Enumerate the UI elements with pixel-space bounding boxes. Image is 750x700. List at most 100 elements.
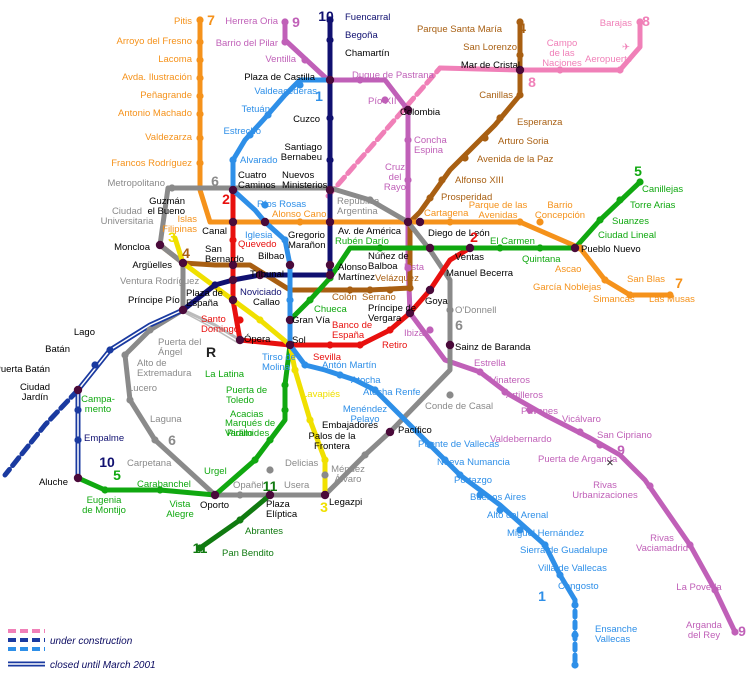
station-dot[interactable] (616, 196, 624, 204)
station-label-villa-vallecas[interactable]: Villa de Vallecas (538, 563, 607, 574)
station-label-valdebernardo[interactable]: Valdebernardo (490, 434, 552, 445)
station-dot[interactable] (626, 291, 634, 299)
station-label-pan-bendito[interactable]: Pan Bendito (222, 548, 274, 559)
interchange-dot[interactable] (73, 473, 83, 483)
station-label-delicias[interactable]: Delicias (285, 458, 319, 469)
station-label-piramides[interactable]: Pirámides (227, 428, 269, 439)
station-label-ciudad-lineal[interactable]: Ciudad Lineal (598, 230, 656, 241)
station-dot[interactable] (636, 18, 644, 26)
station-label-sierra-guadalupe[interactable]: Sierra de Guadalupe (520, 545, 608, 556)
station-label-lago[interactable]: Lago (74, 327, 95, 338)
station-dot[interactable] (386, 326, 394, 334)
station-label-vinateros[interactable]: Vinateros (490, 375, 530, 386)
station-label-opera[interactable]: Ópera (244, 334, 271, 345)
station-label-acacias[interactable]: Acacias (230, 409, 264, 420)
station-label-valdeacederas[interactable]: Valdeacederas (254, 86, 317, 97)
station-dot[interactable] (596, 216, 604, 224)
station-label-anton-martin[interactable]: Antón Martín (322, 360, 376, 371)
station-dot[interactable] (246, 131, 254, 139)
station-label-valdezarza[interactable]: Valdezarza (145, 132, 193, 143)
station-dot[interactable] (91, 361, 99, 369)
station-dot[interactable] (556, 571, 564, 579)
station-dot[interactable] (196, 16, 204, 24)
station-label-buenos-aires[interactable]: Buenos Aires (470, 492, 526, 503)
station-dot[interactable] (516, 218, 524, 226)
interchange-dot[interactable] (570, 243, 580, 253)
station-label-prosperidad[interactable]: Prosperidad (441, 192, 492, 203)
interchange-dot[interactable] (228, 217, 238, 227)
station-dot[interactable] (516, 51, 524, 59)
station-label-herrera[interactable]: Herrera Oria (225, 16, 279, 27)
station-dot[interactable] (236, 491, 244, 499)
station-dot[interactable] (168, 184, 176, 192)
station-label-urgel[interactable]: Urgel (204, 466, 227, 477)
station-dot[interactable] (356, 76, 364, 84)
station-dot[interactable] (301, 361, 309, 369)
station-label-noviciado[interactable]: Noviciado (240, 287, 282, 298)
station-dot[interactable] (686, 541, 694, 549)
station-dot[interactable] (196, 110, 204, 118)
station-label-moncloa[interactable]: Moncloa (114, 242, 151, 253)
station-dot[interactable] (321, 456, 329, 464)
interchange-dot[interactable] (415, 217, 425, 227)
station-label-pitis[interactable]: Pitis (174, 16, 192, 27)
station-label-la-poveda[interactable]: La Poveda (676, 582, 722, 593)
interchange-dot[interactable] (260, 217, 270, 227)
station-label-parque-sm[interactable]: Parque Santa María (417, 24, 503, 35)
station-label-sevilla[interactable]: Sevilla (313, 352, 342, 363)
station-dot[interactable] (426, 194, 434, 202)
station-dot[interactable] (636, 178, 644, 186)
station-label-ilustracion[interactable]: Avda. Ilustración (122, 72, 192, 83)
station-label-puente-vallecas[interactable]: Puente de Vallecas (418, 439, 499, 450)
station-label-lavapies[interactable]: Lavapiés (302, 389, 340, 400)
station-dot[interactable] (666, 291, 674, 299)
station-label-aluche[interactable]: Aluche (39, 477, 68, 488)
station-dot[interactable] (516, 526, 524, 534)
station-label-pacifico[interactable]: Pacífico (398, 425, 432, 436)
station-dot[interactable] (326, 36, 334, 44)
station-label-duque-pastrana[interactable]: Duque de Pastrana (352, 70, 435, 81)
station-label-estrecho[interactable]: Estrecho (224, 126, 262, 137)
station-dot[interactable] (406, 284, 414, 292)
station-label-laguna[interactable]: Laguna (150, 414, 182, 425)
station-dot[interactable] (196, 134, 204, 142)
interchange-dot[interactable] (155, 240, 165, 250)
station-label-nueva-numancia[interactable]: Nueva Numancia (437, 457, 511, 468)
station-dot[interactable] (404, 176, 412, 184)
interchange-dot[interactable] (405, 308, 415, 318)
station-dot[interactable] (326, 341, 334, 349)
station-label-velazquez[interactable]: Velázquez (375, 273, 419, 284)
interchange-dot[interactable] (228, 260, 238, 270)
interchange-dot[interactable] (325, 270, 335, 280)
station-dot[interactable] (541, 541, 549, 549)
station-dot[interactable] (306, 296, 314, 304)
station-label-tribunal[interactable]: Tribunal (250, 269, 284, 280)
station-dot[interactable] (426, 326, 434, 334)
interchange-dot[interactable] (228, 185, 238, 195)
station-label-el-carmen[interactable]: El Carmen (490, 236, 535, 247)
interchange-dot[interactable] (228, 295, 238, 305)
station-label-suanzes[interactable]: Suanzes (612, 216, 649, 227)
station-label-puerta-arganda[interactable]: Puerta de Arganda (538, 454, 618, 465)
station-label-quevedo[interactable]: Quevedo (238, 239, 277, 250)
interchange-dot[interactable] (235, 335, 245, 345)
station-dot[interactable] (229, 156, 237, 164)
station-dot[interactable] (381, 96, 389, 104)
station-label-san-lorenzo[interactable]: San Lorenzo (463, 42, 517, 53)
station-dot[interactable] (281, 381, 289, 389)
station-dot[interactable] (536, 218, 544, 226)
interchange-dot[interactable] (178, 258, 188, 268)
station-dot[interactable] (476, 491, 484, 499)
station-dot[interactable] (196, 74, 204, 82)
station-dot[interactable] (571, 601, 579, 609)
